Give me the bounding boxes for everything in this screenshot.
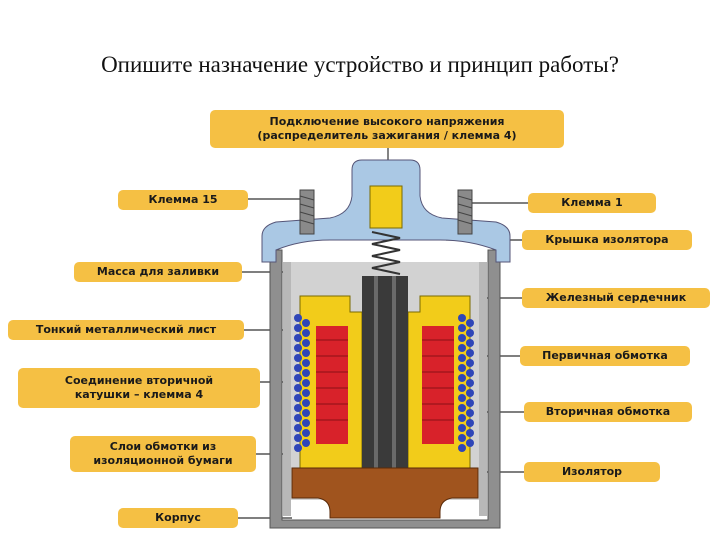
- label-primary-winding: Первичная обмотка: [520, 346, 690, 366]
- thin-metal-sheet: [283, 262, 291, 516]
- bottom-insulator: [291, 467, 479, 519]
- label-terminal-1: Клемма 1: [528, 193, 656, 213]
- label-insulator-cap: Крышка изолятора: [522, 230, 692, 250]
- label-sec-conn-line1: Соединение вторичной: [64, 374, 214, 387]
- hv-terminal: [369, 185, 403, 229]
- housing-shell: [269, 249, 501, 529]
- label-secondary-connection: Соединение вторичной катушки – клемма 4: [18, 368, 260, 408]
- label-hv-line2: (распределитель зажигания / клемма 4): [257, 129, 517, 142]
- label-insulator: Изолятор: [524, 462, 660, 482]
- label-terminal-15: Клемма 15: [118, 190, 248, 210]
- label-hv-line1: Подключение высокого напряжения: [269, 115, 505, 128]
- label-sec-conn-line2: катушки – клемма 4: [74, 388, 204, 401]
- contact-spring: [371, 231, 401, 275]
- label-paper-line1: Слои обмотки из: [109, 440, 217, 453]
- label-potting: Масса для заливки: [74, 262, 242, 282]
- label-secondary-winding: Вторичная обмотка: [524, 402, 692, 422]
- label-hv-connection: Подключение высокого напряжения (распред…: [210, 110, 564, 148]
- secondary-winding-right: [422, 326, 454, 444]
- label-metal-sheet: Тонкий металлический лист: [8, 320, 244, 340]
- page-title: Опишите назначение устройство и принцип …: [101, 52, 619, 77]
- label-paper-layers: Слои обмотки из изоляционной бумаги: [70, 436, 256, 472]
- terminal-15-screw: [299, 189, 315, 235]
- label-paper-line2: изоляционной бумаги: [93, 454, 233, 467]
- secondary-winding-left: [316, 326, 348, 444]
- terminal-1-screw: [457, 189, 473, 235]
- primary-winding: [294, 314, 474, 452]
- label-iron-core: Железный сердечник: [522, 288, 710, 308]
- label-housing: Корпус: [118, 508, 238, 528]
